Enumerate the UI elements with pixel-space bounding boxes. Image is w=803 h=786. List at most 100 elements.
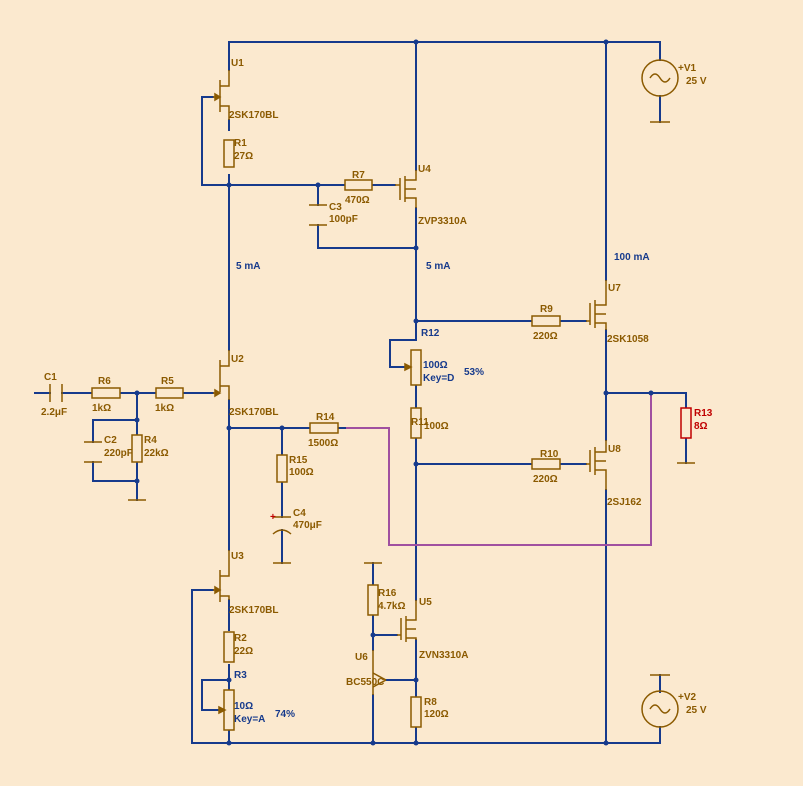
r12-value-label: 100Ω: [423, 360, 448, 371]
r4-value-label: 22kΩ: [144, 448, 169, 459]
junctions: [134, 39, 654, 746]
r6-ref-label: R6: [98, 376, 111, 387]
junction: [370, 632, 376, 638]
u1-gate-loop: [201, 96, 230, 186]
c2-r4-wire: [92, 392, 138, 501]
r11-value-label: 100Ω: [424, 421, 449, 432]
labels: U1 2SK170BL R1 27Ω R7 470Ω C3 100pF U4 Z…: [41, 58, 713, 725]
c4-value-label: 470μF: [293, 520, 322, 531]
c3-value-label: 100pF: [329, 214, 358, 225]
r3-wiper-arrow: [218, 705, 227, 715]
r4-resistor: [131, 434, 143, 463]
u3-gate-wire: [191, 589, 214, 744]
c2-ref-label: C2: [104, 435, 117, 446]
r3-wiper-wire: [201, 679, 230, 711]
r3-key-label: Key=A: [234, 714, 265, 725]
r14-resistor: [309, 422, 339, 434]
c4-ref-label: C4: [293, 508, 306, 519]
junction: [134, 417, 140, 423]
u8-ref-label: U8: [608, 444, 621, 455]
r13-value-label: 8Ω: [694, 421, 708, 432]
r10-value-label: 220Ω: [533, 474, 558, 485]
junction: [279, 425, 285, 431]
junction: [226, 182, 232, 188]
u5-model-label: ZVN3310A: [419, 650, 468, 661]
u1-ref-label: U1: [231, 58, 244, 69]
r10-ref-label: R10: [540, 449, 559, 460]
r12-pot: [410, 349, 422, 386]
junction: [413, 461, 419, 467]
r11-ref-label: R11: [411, 417, 429, 428]
junction: [603, 740, 609, 746]
r10-resistor: [531, 458, 561, 470]
r3-ref-label: R3: [234, 670, 247, 681]
u7-model-label: 2SK1058: [607, 334, 649, 345]
u8-mosfet-symbol: [586, 440, 607, 490]
u7-mosfet-symbol: [586, 280, 607, 330]
r7-resistor: [344, 179, 373, 191]
middle-current-label: 5 mA: [426, 261, 450, 272]
r5-resistor: [155, 387, 184, 399]
u4-ref-label: U4: [418, 164, 431, 175]
r16-resistor: [367, 584, 379, 616]
junction: [413, 245, 419, 251]
grounds: [128, 121, 695, 676]
junction: [134, 478, 140, 484]
junction: [413, 318, 419, 324]
r6-resistor: [91, 387, 121, 399]
r15-ref-label: R15: [289, 455, 308, 466]
r2-value-label: 22Ω: [234, 646, 253, 657]
r1-resistor: [223, 139, 235, 168]
capacitors: [49, 204, 327, 535]
wires: [34, 41, 687, 744]
u5-mosfet-symbol: [397, 600, 417, 642]
r2-ref-label: R2: [234, 633, 247, 644]
u7-ref-label: U7: [608, 283, 621, 294]
r1-ref-label: R1: [234, 138, 247, 149]
c4-capacitor: [272, 516, 292, 535]
junction: [370, 740, 376, 746]
r14-value-label: 1500Ω: [308, 438, 338, 449]
junction: [226, 425, 232, 431]
u1-jfet-symbol: [213, 70, 230, 120]
r5-value-label: 1kΩ: [155, 403, 174, 414]
r8-ref-label: R8: [424, 697, 437, 708]
output-wire: [605, 392, 687, 464]
r13-load-resistor: [680, 407, 692, 439]
v2-ref-label: +V2: [678, 692, 697, 703]
junction: [648, 390, 654, 396]
v1-value-label: 25 V: [686, 76, 707, 87]
r3-percent-label: 74%: [275, 709, 295, 720]
c4-plus-label: +: [270, 512, 276, 523]
junction: [413, 39, 419, 45]
u4-model-label: ZVP3310A: [418, 216, 467, 227]
r12-ref-label: R12: [421, 328, 440, 339]
c3-ref-label: C3: [329, 202, 342, 213]
r9-value-label: 220Ω: [533, 331, 558, 342]
r7-value-label: 470Ω: [345, 195, 370, 206]
u2-model-label: 2SK170BL: [229, 407, 278, 418]
r6-value-label: 1kΩ: [92, 403, 111, 414]
u6-model-label: BC550C: [346, 677, 384, 688]
r11-resistor: [410, 407, 422, 439]
junction: [226, 677, 232, 683]
junction: [603, 390, 609, 396]
r2-resistor: [223, 631, 235, 663]
r12-wiper-wire: [389, 339, 417, 368]
u3-ref-label: U3: [231, 551, 244, 562]
u6-bjt-symbol: [372, 650, 387, 695]
r7-ref-label: R7: [352, 170, 365, 181]
junction: [413, 740, 419, 746]
u3-model-label: 2SK170BL: [229, 605, 278, 616]
c1-capacitor: [49, 384, 63, 402]
junction: [413, 677, 419, 683]
output-current-label: 100 mA: [614, 252, 650, 263]
junction: [315, 182, 321, 188]
c3-wire: [317, 184, 417, 249]
u2-ref-label: U2: [231, 354, 244, 365]
r14-ref-label: R14: [316, 412, 335, 423]
c1-value-label: 2.2μF: [41, 407, 67, 418]
u2-jfet-symbol: [213, 350, 230, 400]
r8-value-label: 120Ω: [424, 709, 449, 720]
